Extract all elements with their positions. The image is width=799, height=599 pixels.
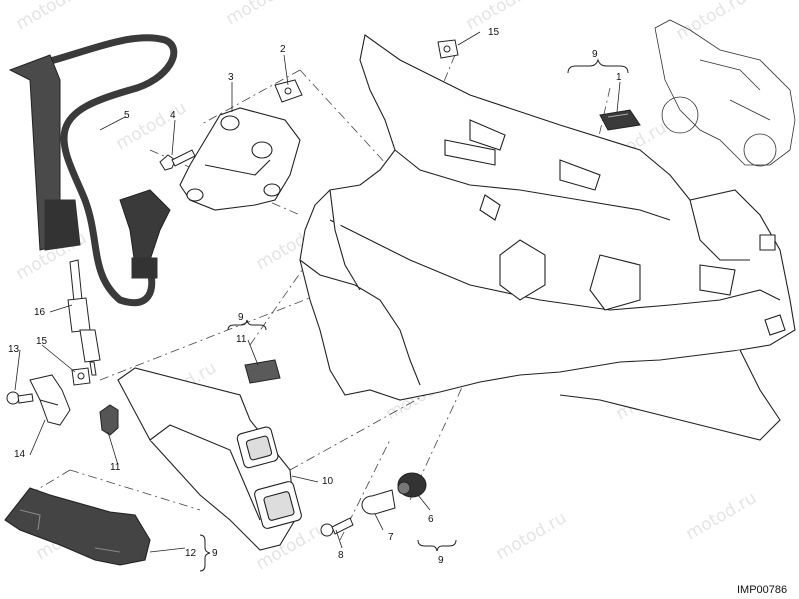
callout-10: 10 [322, 476, 334, 487]
motorcycle-inset [654, 19, 796, 167]
watermark: motod.ru [683, 488, 761, 544]
watermark: motod.ru [223, 0, 301, 29]
callout-13: 13 [8, 344, 20, 355]
callout-7: 7 [388, 532, 394, 543]
part-16-spark-plug [67, 259, 101, 376]
callout-1: 1 [616, 72, 622, 83]
part-6-rubber-mount [397, 472, 427, 498]
watermark: motod.ru [463, 0, 541, 34]
callout-labels: 1 2 3 4 5 6 7 8 9 10 11 11 12 13 14 15 1… [8, 27, 622, 566]
callout-6: 6 [428, 514, 434, 525]
callout-9-mid: 9 [238, 312, 244, 323]
callout-15-left: 15 [36, 336, 48, 347]
inner-fairing [299, 34, 796, 441]
watermark: motod.ru [13, 0, 91, 34]
part-11-grommet [99, 359, 281, 436]
part-3-coil-bracket [179, 107, 301, 211]
callout-9-top: 9 [592, 49, 598, 60]
part-15-nut-top [437, 39, 459, 59]
image-code: IMP00786 [737, 584, 787, 596]
callout-9-left: 9 [212, 548, 218, 559]
part-4-bolt [159, 149, 196, 171]
part-8-screw [320, 517, 354, 537]
callout-16: 16 [34, 307, 46, 318]
part-1-grommet [599, 109, 641, 131]
leader-lines [14, 31, 621, 553]
watermark: motod.ru [113, 98, 191, 154]
part-14-bracket [29, 374, 71, 426]
group-braces [199, 58, 629, 572]
part-15-nut-left [71, 367, 91, 386]
part-7-spacer [361, 489, 396, 515]
callout-15-top: 15 [488, 27, 500, 38]
watermark: motod.ru [673, 0, 751, 44]
part-13-bolt [6, 391, 34, 405]
callout-14: 14 [14, 449, 26, 460]
callout-12: 12 [185, 548, 197, 559]
callout-2: 2 [280, 44, 286, 55]
callout-9-bottom: 9 [438, 555, 444, 566]
callout-8: 8 [338, 550, 344, 561]
watermark: motod.ru [493, 508, 571, 564]
part-12-support [4, 487, 151, 566]
callout-3: 3 [228, 72, 234, 83]
callout-11-right: 11 [236, 334, 247, 345]
part-5-coil-cable [8, 34, 178, 307]
callout-11-left: 11 [110, 462, 121, 473]
part-2-clip [274, 79, 303, 103]
callout-4: 4 [170, 110, 176, 121]
callout-5: 5 [124, 110, 130, 121]
part-10-ecu [117, 367, 302, 551]
